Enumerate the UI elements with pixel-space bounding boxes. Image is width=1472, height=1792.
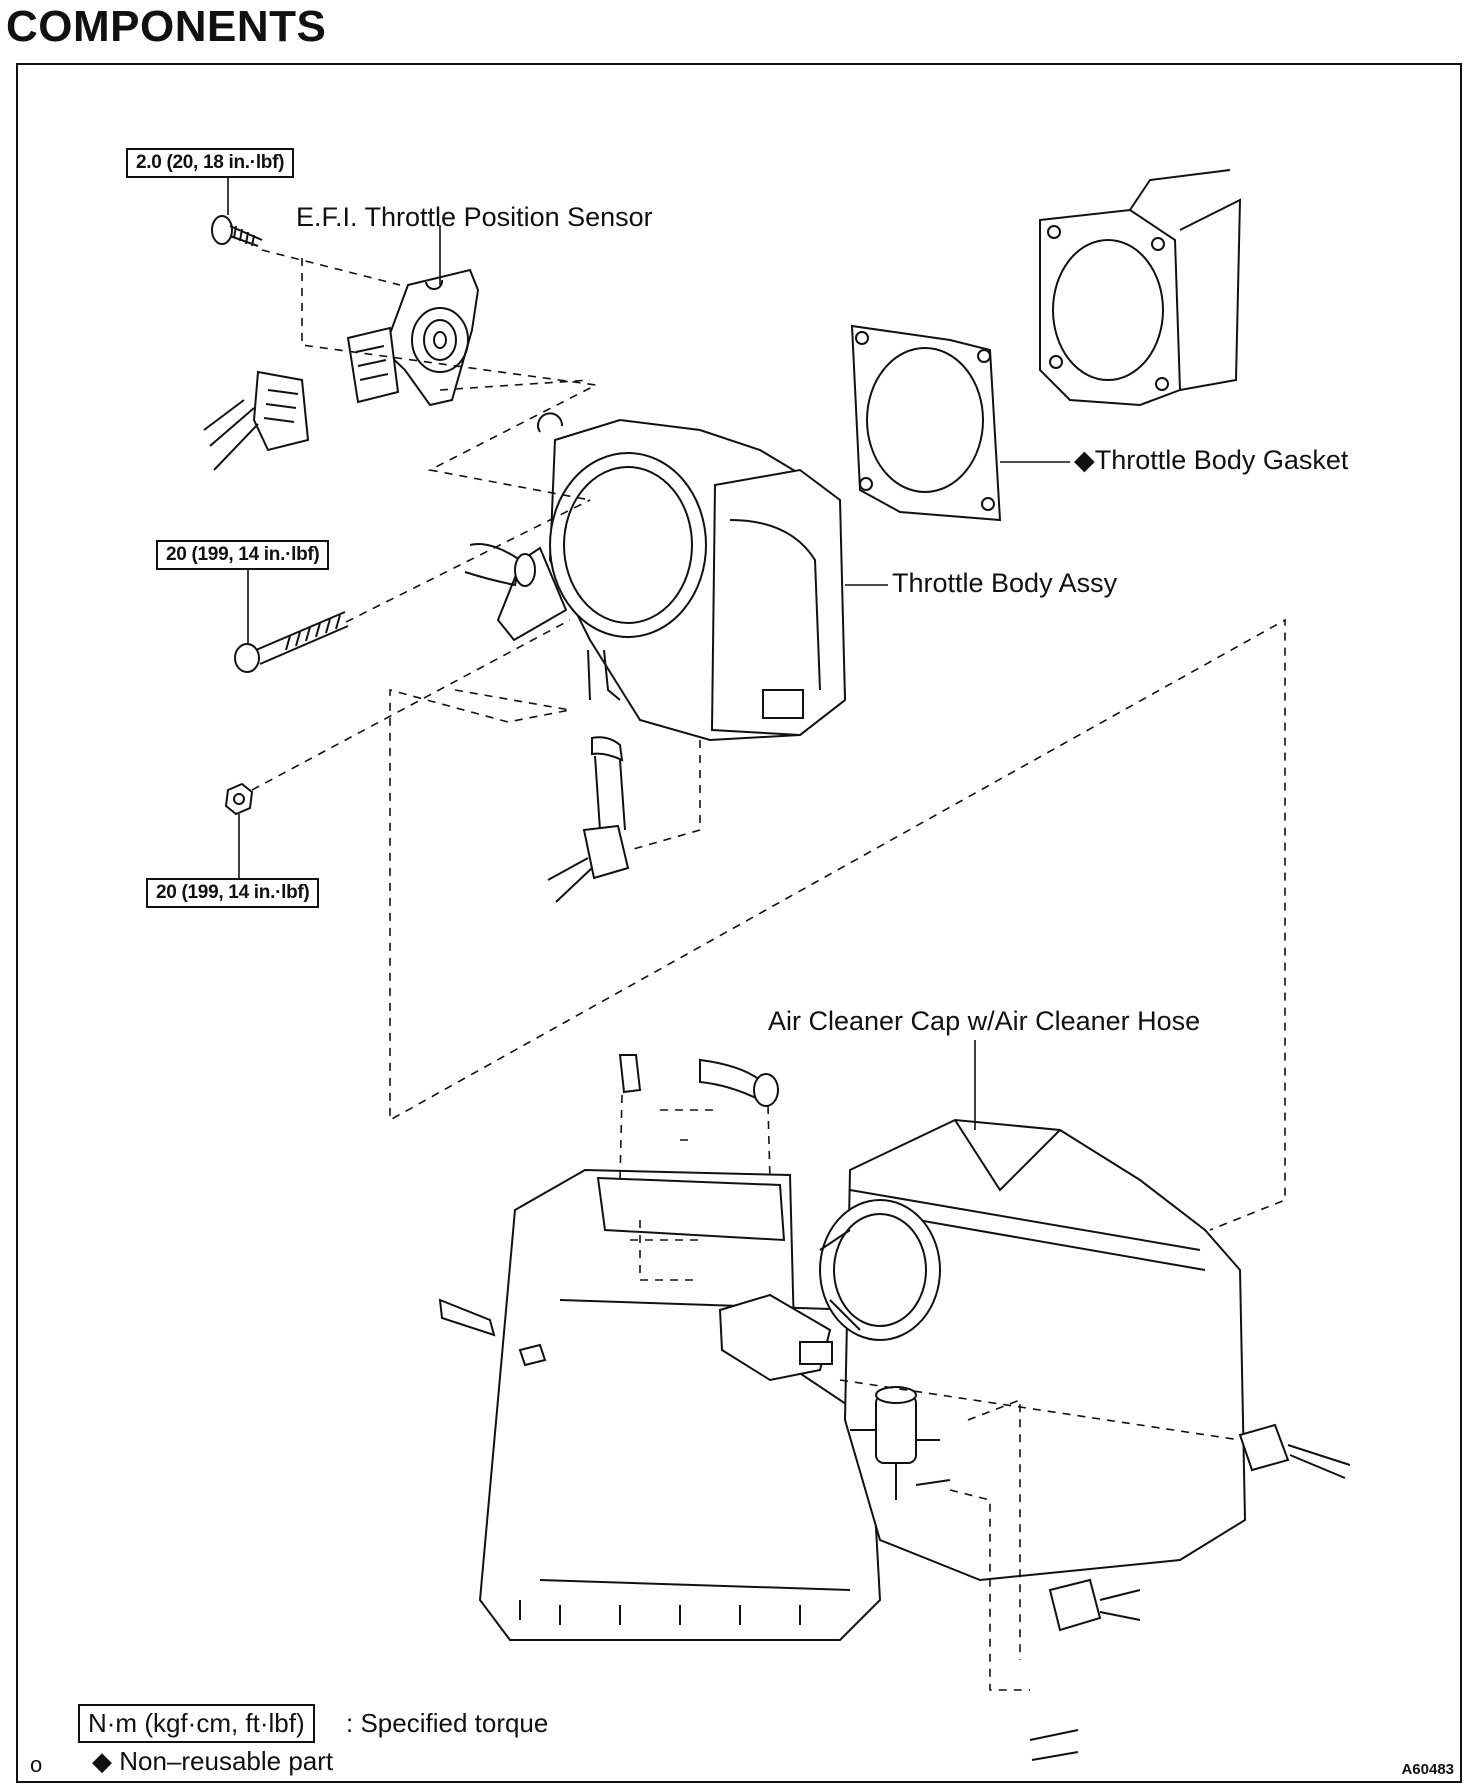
- diagram-frame: [16, 63, 1462, 1783]
- label-air-cleaner-cap: Air Cleaner Cap w/Air Cleaner Hose: [768, 1006, 1201, 1036]
- vsv-connector: [1048, 1578, 1141, 1632]
- air-cleaner-cap: [843, 1118, 1247, 1582]
- page-mark: o: [30, 1752, 43, 1777]
- label-throttle-body-gasket: ◆Throttle Body Gasket: [1074, 445, 1349, 475]
- label-tps: E.F.I. Throttle Position Sensor: [296, 202, 653, 232]
- torque-nut: 20 (199, 14 in.·lbf): [146, 878, 320, 908]
- throttle-position-sensor: [346, 268, 480, 407]
- throttle-body-bolt: [234, 611, 349, 673]
- dashed-leader-lines: [251, 249, 1286, 1691]
- air-cleaner-hose-outlet: [819, 1199, 941, 1341]
- throttle-body-gasket: [850, 324, 1002, 522]
- intake-surge-tank-flange: [1039, 169, 1242, 407]
- air-cleaner-small-hoses: [438, 1054, 1079, 1761]
- legend-nonreusable: ◆ Non–reusable part: [92, 1746, 334, 1776]
- air-cleaner-connector: [1238, 1423, 1351, 1479]
- throttle-body-connector: [547, 824, 630, 903]
- torque-throttle-bolt: 20 (199, 14 in.·lbf): [156, 540, 330, 570]
- throttle-body-assy: [496, 412, 847, 742]
- vsv-valve: [850, 1386, 951, 1500]
- label-leader-lines: [227, 160, 1070, 1130]
- label-throttle-body-assy: Throttle Body Assy: [892, 568, 1118, 598]
- page-title: COMPONENTS: [6, 2, 327, 51]
- legend-torque-text: : Specified torque: [346, 1708, 549, 1738]
- air-cleaner-case: [478, 1168, 882, 1641]
- coolant-hose: [591, 736, 626, 831]
- torque-tps-screw: 2.0 (20, 18 in.·lbf): [126, 148, 295, 178]
- legend-torque-box: N·m (kgf·cm, ft·lbf): [78, 1704, 315, 1743]
- tps-screw: [211, 215, 263, 247]
- nut: [224, 782, 254, 816]
- mass-air-flow-meter: [718, 1293, 833, 1382]
- tps-harness-connector: [203, 370, 310, 471]
- hose-clamp-throttle: [464, 543, 536, 587]
- figure-code: A60483: [1401, 1761, 1454, 1778]
